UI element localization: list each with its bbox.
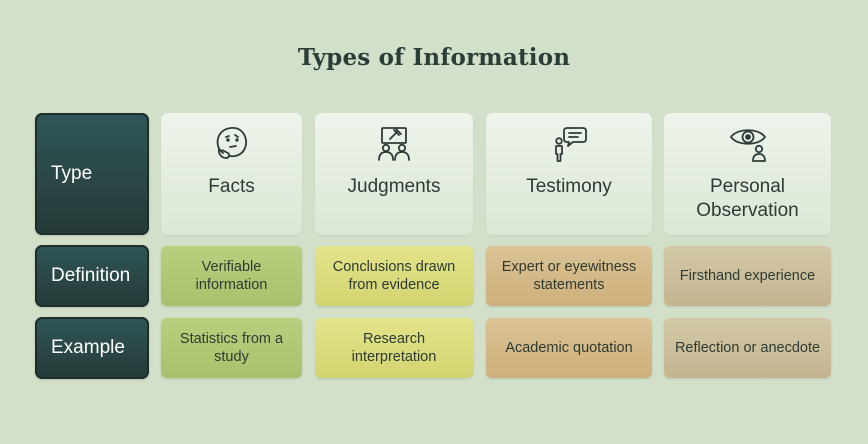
column-label-testimony: Testimony <box>526 176 612 197</box>
eye-person-icon <box>729 129 766 162</box>
column-label-judgments: Judgments <box>347 176 441 197</box>
definition-cell-facts: Verifiable information <box>161 246 302 306</box>
column-header-personal-observation: Personal Observation <box>664 113 831 235</box>
gavel-people-icon <box>378 127 410 161</box>
definition-cell-personal-observation: Firsthand experience <box>664 246 831 306</box>
definition-cell-testimony: Expert or eyewitness statements <box>486 246 652 306</box>
thinking-face-icon <box>216 127 247 159</box>
example-cell-personal-observation: Reflection or anecdote <box>664 318 831 378</box>
example-cell-facts: Statistics from a study <box>161 318 302 378</box>
example-cell-testimony: Academic quotation <box>486 318 652 378</box>
page-title: Types of Information <box>297 44 571 71</box>
speaking-person-icon <box>555 127 587 162</box>
definition-cell-judgments: Conclusions drawn from evidence <box>315 246 473 306</box>
row-header-example: Example <box>35 317 149 379</box>
row-header-definition: Definition <box>35 245 149 307</box>
column-label-facts: Facts <box>208 176 255 197</box>
example-cell-judgments: Research interpretation <box>315 318 473 378</box>
row-header-type: Type <box>35 113 149 235</box>
column-label-personal-observation: Personal Observation <box>696 176 799 221</box>
column-header-judgments: Judgments <box>315 113 473 235</box>
column-header-facts: Facts <box>161 113 302 235</box>
column-header-testimony: Testimony <box>486 113 652 235</box>
